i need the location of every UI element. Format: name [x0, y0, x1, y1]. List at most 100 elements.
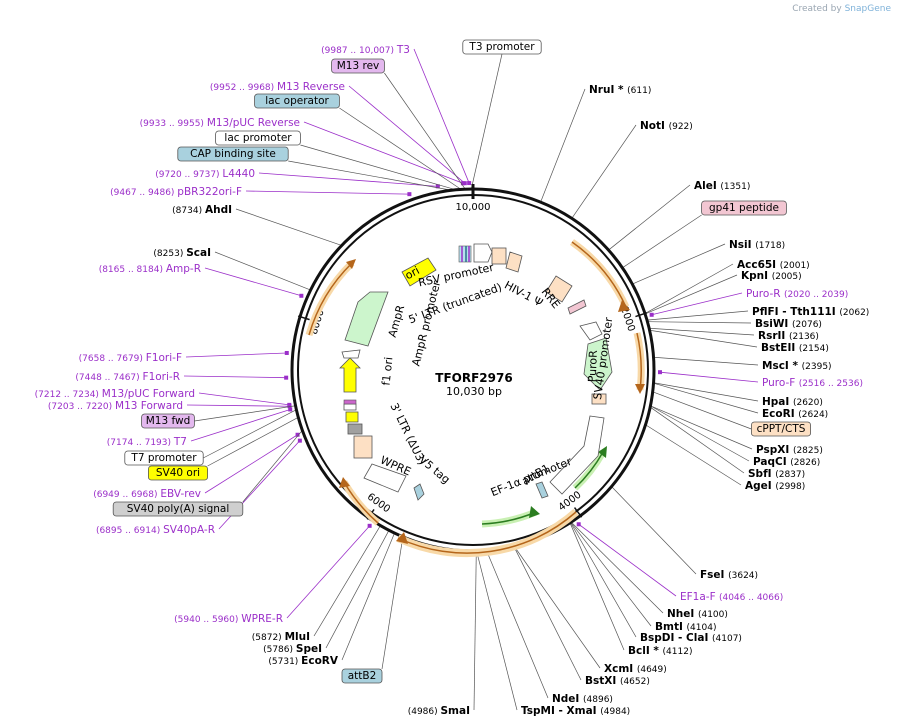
site-leader-29	[313, 525, 381, 637]
orf-arrow-gag	[618, 300, 630, 312]
box-frame	[462, 39, 542, 55]
site-label: BsiWI (2076)	[755, 318, 822, 330]
site-leader-2	[608, 184, 691, 251]
site-position: (611)	[627, 86, 651, 96]
feature-attb1	[535, 481, 549, 499]
site-leader-23	[513, 546, 582, 681]
primer-name: L4440	[222, 168, 255, 180]
site-position: (2062)	[839, 308, 869, 318]
feature-cppt	[591, 393, 607, 405]
site-leader-26	[473, 550, 477, 711]
primer-position: (6895 .. 6914)	[96, 526, 163, 536]
feature-ef1a-promoter	[549, 415, 605, 495]
site-label: RsrII (2136)	[758, 330, 819, 342]
box-frame	[701, 200, 787, 216]
site-name: BmtI	[655, 621, 687, 633]
feature-v5-tag	[413, 483, 425, 501]
primer-name: M13 Reverse	[277, 81, 345, 93]
site-name: AgeI	[745, 480, 775, 492]
box-frame	[124, 450, 204, 466]
box-leader-5	[622, 214, 702, 269]
site-name: KpnI	[741, 270, 772, 282]
site-leader-6	[646, 310, 749, 321]
box-frame	[751, 421, 812, 437]
primer-leader-10	[190, 409, 291, 442]
primer-position: (7448 .. 7467)	[75, 373, 142, 383]
site-label: NsiI (1718)	[729, 239, 785, 251]
box-leader-9	[207, 417, 299, 467]
site-label: NheI (4100)	[667, 608, 728, 620]
primer-name: Puro-F	[762, 377, 799, 389]
tick-label-0: 10,000	[456, 202, 491, 213]
primer-position: (7174 .. 7193)	[107, 438, 174, 448]
feature-sv40-promoter	[579, 321, 603, 341]
site-leader-16	[645, 424, 742, 486]
box-label: T3 promoter	[468, 41, 535, 53]
primer-label: (9467 .. 9486) pBR322ori-F	[110, 186, 242, 198]
site-label: PspXI (2825)	[756, 444, 823, 456]
credit-prefix: Created by	[792, 4, 842, 14]
box-label: M13 fwd	[146, 415, 191, 427]
primer-label: (9987 .. 10,007) T3	[321, 44, 410, 56]
site-position: (3624)	[728, 571, 758, 581]
box-label: lac promoter	[224, 132, 292, 144]
site-name: NdeI	[552, 693, 583, 705]
site-position: (2395)	[802, 362, 832, 372]
site-position: (2620)	[793, 398, 823, 408]
site-position: (4649)	[637, 665, 667, 675]
primer-leader-0	[413, 48, 470, 184]
site-name: PspXI	[756, 444, 793, 456]
primer-mark-7	[284, 375, 289, 380]
box-label: lac operator	[265, 95, 329, 107]
site-label: (8253) ScaI	[153, 247, 211, 259]
box-frame	[112, 501, 244, 517]
orf-arrow-green-1	[598, 446, 607, 458]
site-position: (5786)	[263, 645, 296, 655]
tick-mark-4	[297, 315, 310, 321]
site-name: SmaI	[441, 705, 471, 717]
box-leader-0	[470, 53, 503, 190]
box-label: T7 promoter	[130, 452, 197, 464]
site-position: (5731)	[268, 657, 301, 667]
site-label: TspMI - XmaI (4984)	[521, 705, 630, 717]
site-name: BspDI - ClaI	[640, 632, 712, 644]
site-label: Acc65I (2001)	[737, 259, 810, 271]
site-position: (5872)	[252, 633, 285, 643]
site-position: (2001)	[780, 261, 810, 271]
feature-label-v5: V5 tag	[416, 453, 452, 486]
primer-leader-16	[578, 523, 677, 597]
feature-sv40-ori	[345, 411, 359, 423]
site-name: PflFI - Tth111I	[752, 306, 839, 318]
site-label: EcoRI (2624)	[762, 408, 828, 420]
primer-leader-9	[186, 404, 290, 407]
tick-mark-1	[635, 312, 648, 318]
orf-arc-bottom-core	[397, 511, 577, 554]
feature-ampr-promoter	[341, 349, 361, 359]
site-leader-20	[570, 522, 637, 638]
primer-mark-16	[576, 522, 581, 527]
site-position: (2998)	[775, 482, 805, 492]
site-position: (2154)	[799, 344, 829, 354]
primer-mark-2	[460, 181, 465, 186]
primer-label: (7203 .. 7220) M13 Forward	[48, 400, 183, 412]
box-leader-1	[384, 72, 466, 190]
primer-label: (7174 .. 7193) T7	[107, 436, 187, 448]
site-leader-24	[486, 550, 549, 699]
site-label: HpaI (2620)	[762, 396, 823, 408]
site-position: (4100)	[698, 610, 728, 620]
site-label: NruI * (611)	[589, 84, 651, 96]
feature-gp41	[567, 299, 587, 315]
primer-leader-8	[198, 392, 290, 406]
primer-leader-14	[651, 292, 743, 316]
box-label: CAP binding site	[190, 148, 276, 160]
site-name: TspMI - XmaI	[521, 705, 600, 717]
feature-label-puror: PuroR	[586, 350, 600, 383]
primer-label: (7658 .. 7679) F1ori-F	[79, 352, 182, 364]
primer-name: Amp-R	[166, 263, 201, 275]
feature-t7-promoter	[343, 403, 357, 411]
box-leader-8	[203, 409, 297, 459]
plasmid-length: 10,030 bp	[446, 385, 502, 398]
primer-label: (8165 .. 8184) Amp-R	[99, 263, 201, 275]
primer-label: (9933 .. 9955) M13/pUC Reverse	[140, 117, 300, 129]
